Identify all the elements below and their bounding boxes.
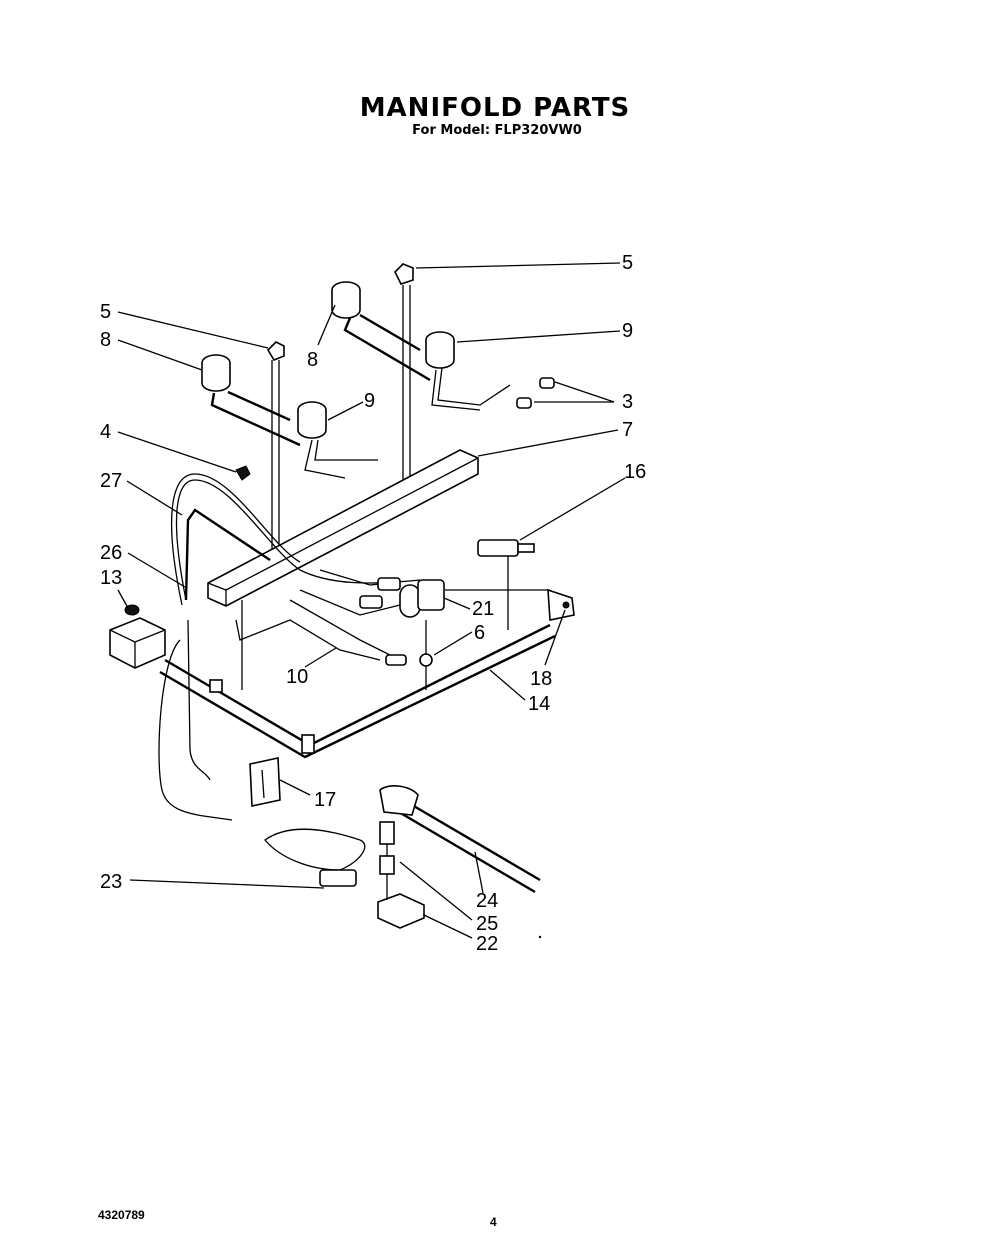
callout-5-left: 5 (100, 301, 111, 323)
model-subtitle: For Model: FLP320VW0 (412, 123, 582, 138)
manifold-pipe (159, 623, 556, 759)
page-title: MANIFOLD PARTS (360, 93, 631, 123)
stray-mark (538, 935, 542, 939)
valve-assembly (359, 577, 550, 667)
callout-4: 4 (100, 421, 111, 443)
callout-10: 10 (286, 666, 308, 688)
gas-tubing (158, 473, 509, 821)
oven-burner-assembly (264, 785, 541, 929)
callout-26: 26 (100, 542, 122, 564)
callout-17: 17 (314, 789, 336, 811)
callout-8-center: 8 (307, 349, 318, 371)
callout-7: 7 (622, 419, 633, 441)
callout-25: 25 (476, 913, 498, 935)
callout-6: 6 (474, 622, 485, 644)
leader-lines (117, 262, 626, 939)
callout-23: 23 (100, 871, 122, 893)
callout-27: 27 (100, 470, 122, 492)
callout-13: 13 (100, 567, 122, 589)
page-number: 4 (490, 1215, 497, 1229)
ignition-switch (477, 539, 535, 557)
callout-5-top-right: 5 (622, 252, 633, 274)
document-number: 4320789 (98, 1208, 145, 1222)
manifold-bracket (207, 449, 479, 607)
right-burner-assembly (331, 263, 555, 480)
callout-22: 22 (476, 933, 498, 955)
callout-24: 24 (476, 890, 498, 912)
mounting-bracket (249, 757, 281, 807)
callout-9-center: 9 (364, 390, 375, 412)
callout-18: 18 (530, 668, 552, 690)
pressure-regulator (109, 604, 166, 669)
callout-8-left: 8 (100, 329, 111, 351)
callout-3: 3 (622, 391, 633, 413)
callout-labels: 5 9 3 7 16 5 8 8 9 4 27 26 13 21 6 10 18… (100, 252, 646, 955)
parts-drawing (109, 263, 575, 929)
callout-21: 21 (472, 598, 494, 620)
left-burner-assembly (201, 341, 378, 560)
callout-14: 14 (528, 693, 550, 715)
callout-16: 16 (624, 461, 646, 483)
callout-9-top-right: 9 (622, 320, 633, 342)
pipe-bracket (547, 588, 575, 621)
